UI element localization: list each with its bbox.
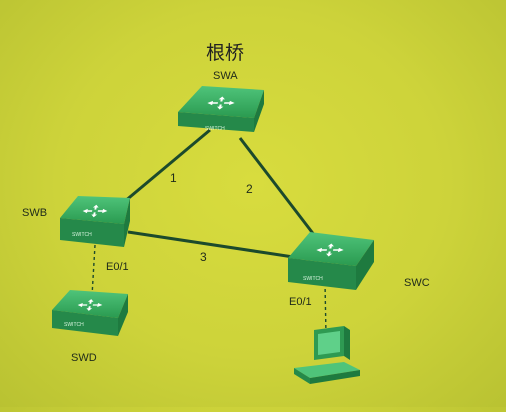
link-1-label: 1 [170,171,177,185]
link-3-label: 3 [200,250,207,264]
swc-switch-icon: SWITCH [288,232,374,290]
swa-badge: SWITCH [205,126,225,132]
swd-switch-icon: SWITCH [52,290,128,336]
swc-port-e01-label: E0/1 [289,296,312,308]
swb-port-e01-label: E0/1 [106,261,129,273]
swc-badge: SWITCH [303,276,323,282]
swb-switch-icon: SWITCH [60,196,130,247]
link-swb-swd [91,244,96,297]
link-2-swa-swc [238,137,320,241]
link-2-label: 2 [246,182,253,196]
swa-switch-icon: SWITCH [178,86,264,132]
pc-computer-icon [294,326,360,384]
swb-badge: SWITCH [72,232,92,238]
root-bridge-label: 根桥 [206,42,245,64]
swd-badge: SWITCH [64,322,84,328]
link-3-swb-swc [127,230,301,260]
link-swc-pc [324,282,327,336]
swa-label: SWA [213,70,238,82]
swc-label: SWC [404,277,430,289]
swd-label: SWD [71,352,97,364]
swb-label: SWB [22,207,48,219]
